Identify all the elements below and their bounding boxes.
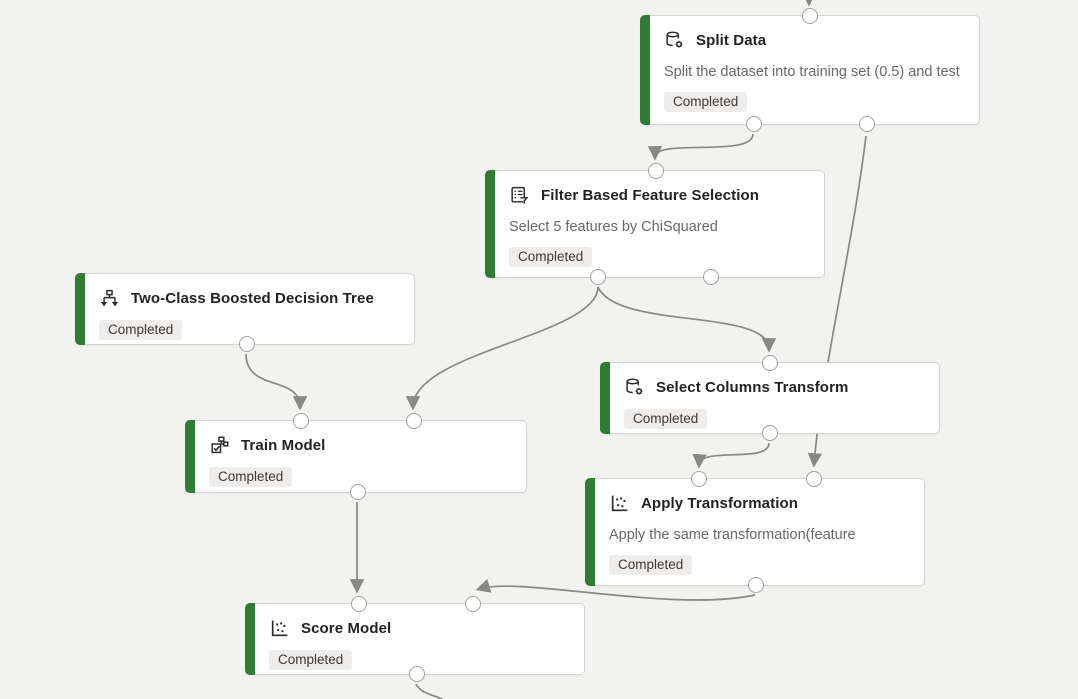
input-port[interactable] bbox=[762, 355, 778, 371]
output-port[interactable] bbox=[350, 484, 366, 500]
node-title: Filter Based Feature Selection bbox=[541, 186, 760, 204]
database-gear-icon bbox=[666, 31, 683, 48]
status-badge: Completed bbox=[209, 467, 293, 487]
output-port[interactable] bbox=[762, 425, 778, 441]
node-score-model[interactable]: Score Model Completed bbox=[245, 596, 585, 682]
input-port[interactable] bbox=[802, 8, 818, 24]
status-badge: Completed bbox=[609, 555, 693, 575]
scatter-plot-icon bbox=[611, 495, 628, 511]
output-port[interactable] bbox=[859, 116, 875, 132]
database-gear-icon bbox=[626, 378, 643, 395]
node-filter-based-feature-selection[interactable]: Filter Based Feature Selection Select 5 … bbox=[485, 163, 825, 285]
input-port[interactable] bbox=[465, 596, 481, 612]
node-title: Two-Class Boosted Decision Tree bbox=[131, 289, 374, 307]
scatter-plot-icon bbox=[271, 620, 288, 636]
edge-apply-to-score[interactable] bbox=[475, 578, 756, 601]
edge-tree-to-train[interactable] bbox=[245, 353, 308, 411]
edge-filter-to-select-columns[interactable] bbox=[597, 286, 777, 353]
node-title: Select Columns Transform bbox=[656, 378, 849, 396]
node-two-class-boosted-decision-tree[interactable]: Two-Class Boosted Decision Tree Complete… bbox=[75, 273, 415, 352]
edge-split-to-filter[interactable] bbox=[647, 133, 754, 161]
node-description: Select 5 features by ChiSquared bbox=[509, 219, 718, 235]
output-port[interactable] bbox=[746, 116, 762, 132]
status-badge: Completed bbox=[664, 92, 748, 112]
node-apply-transformation[interactable]: Apply Transformation Apply the same tran… bbox=[585, 471, 925, 593]
input-port[interactable] bbox=[648, 163, 664, 179]
output-port[interactable] bbox=[239, 336, 255, 352]
trained-model-icon bbox=[211, 436, 229, 453]
output-port[interactable] bbox=[590, 269, 606, 285]
status-badge: Completed bbox=[269, 650, 353, 670]
status-badge: Completed bbox=[99, 320, 183, 340]
node-train-model[interactable]: Train Model Completed bbox=[185, 413, 527, 500]
input-port[interactable] bbox=[406, 413, 422, 429]
node-description: Split the dataset into training set (0.5… bbox=[664, 64, 960, 80]
node-title: Train Model bbox=[241, 436, 326, 454]
node-split-data[interactable]: Split Data Split the dataset into traini… bbox=[640, 8, 980, 132]
list-filter-icon bbox=[511, 186, 529, 203]
edge-select-columns-to-apply[interactable] bbox=[692, 442, 770, 469]
input-port[interactable] bbox=[351, 596, 367, 612]
node-title: Score Model bbox=[301, 619, 392, 637]
status-badge: Completed bbox=[509, 247, 593, 267]
input-port[interactable] bbox=[691, 471, 707, 487]
node-title: Split Data bbox=[696, 31, 767, 49]
output-port[interactable] bbox=[703, 269, 719, 285]
node-select-columns-transform[interactable]: Select Columns Transform Completed bbox=[600, 355, 940, 441]
node-description: Apply the same transformation(feature bbox=[609, 527, 856, 543]
edge-score-output-down[interactable] bbox=[415, 683, 452, 699]
node-title: Apply Transformation bbox=[641, 494, 799, 512]
output-port[interactable] bbox=[409, 666, 425, 682]
input-port[interactable] bbox=[293, 413, 309, 429]
decision-tree-icon bbox=[100, 289, 119, 306]
edge-filter-to-train[interactable] bbox=[405, 286, 599, 411]
status-badge: Completed bbox=[624, 409, 708, 429]
input-port[interactable] bbox=[806, 471, 822, 487]
output-port[interactable] bbox=[748, 577, 764, 593]
